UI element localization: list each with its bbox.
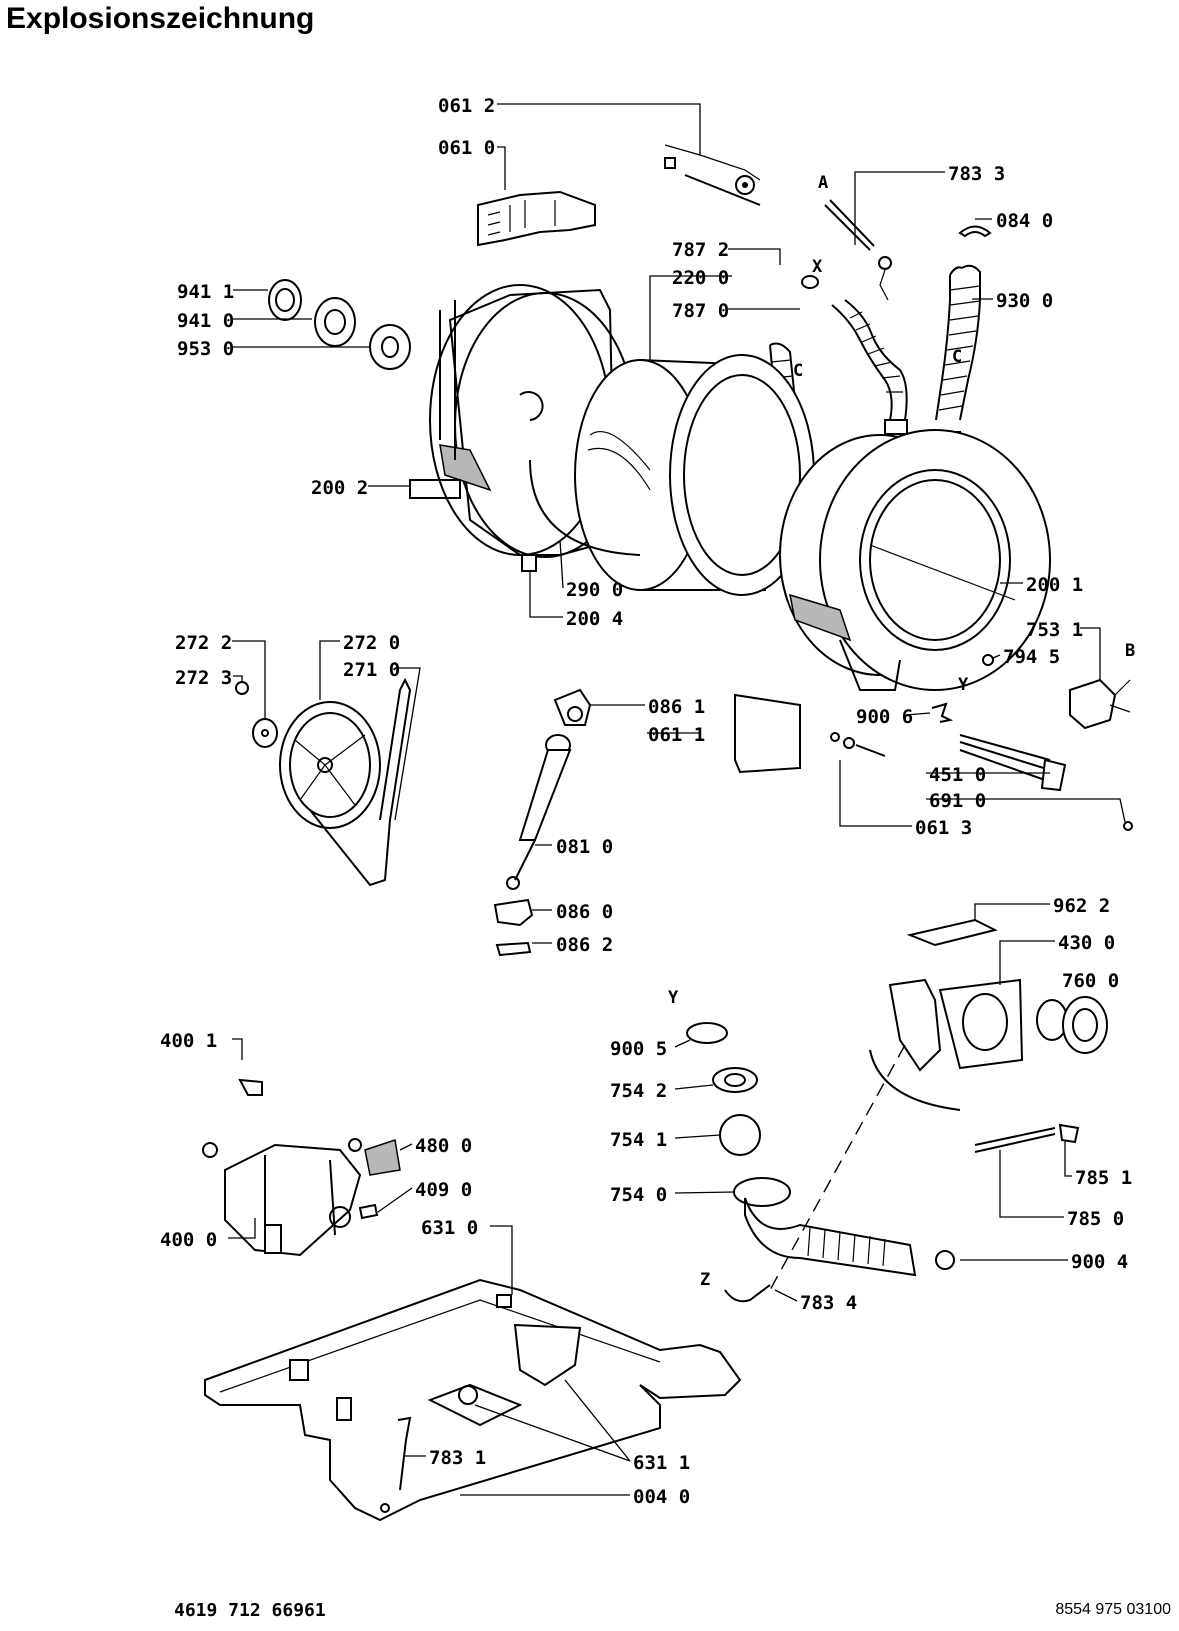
- part-200-1-front-tub-drawing: [779, 429, 1051, 691]
- part-900-6-drawing: [931, 702, 954, 723]
- label-930-0: 930 0: [996, 290, 1053, 312]
- label-272-3: 272 3: [175, 667, 232, 689]
- assembly-dashed-line: [769, 1044, 906, 1291]
- marker-b: B: [1125, 641, 1135, 661]
- label-400-1: 400 1: [160, 1030, 217, 1052]
- label-004-0: 004 0: [633, 1486, 690, 1508]
- label-430-0: 430 0: [1058, 932, 1115, 954]
- part-400-0-motor-drawing: [202, 1078, 362, 1257]
- label-220-0: 220 0: [672, 267, 729, 289]
- label-953-0: 953 0: [177, 338, 234, 360]
- part-451-0-heater-drawing: [959, 734, 1133, 831]
- label-900-6: 900 6: [856, 706, 913, 728]
- label-200-1: 200 1: [1026, 574, 1083, 596]
- marker-z: Z: [700, 1270, 710, 1290]
- part-061-2-drawing: [664, 144, 761, 206]
- label-480-0: 480 0: [415, 1135, 472, 1157]
- part-794-5-drawing: [982, 654, 994, 666]
- part-061-3-drawing: [830, 732, 886, 757]
- part-004-0-baseplate-drawing: [204, 1278, 742, 1522]
- label-272-2: 272 2: [175, 632, 232, 654]
- label-900-4: 900 4: [1071, 1251, 1128, 1273]
- part-787-hose-drawing: [801, 275, 908, 435]
- label-061-0: 061 0: [438, 137, 495, 159]
- label-754-1: 754 1: [610, 1129, 667, 1151]
- part-785-tube-drawing: [974, 1123, 1080, 1153]
- label-061-2: 061 2: [438, 95, 495, 117]
- label-783-1: 783 1: [429, 1447, 486, 1469]
- label-272-0: 272 0: [343, 632, 400, 654]
- marker-y-tub: Y: [958, 675, 969, 695]
- label-783-3: 783 3: [948, 163, 1005, 185]
- label-754-0: 754 0: [610, 1184, 667, 1206]
- label-785-0: 785 0: [1067, 1208, 1124, 1230]
- label-631-1: 631 1: [633, 1452, 690, 1474]
- label-081-0: 081 0: [556, 836, 613, 858]
- label-900-5: 900 5: [610, 1038, 667, 1060]
- label-200-4: 200 4: [566, 608, 623, 630]
- label-271-0: 271 0: [343, 659, 400, 681]
- label-787-0: 787 0: [672, 300, 729, 322]
- label-061-1: 061 1: [648, 724, 705, 746]
- marker-c-left: C: [793, 361, 803, 381]
- label-753-1: 753 1: [1026, 619, 1083, 641]
- label-941-0: 941 0: [177, 310, 234, 332]
- marker-x: X: [812, 257, 823, 277]
- part-pulley-belt-drawing: [235, 677, 412, 887]
- label-409-0: 409 0: [415, 1179, 472, 1201]
- label-451-0: 451 0: [929, 764, 986, 786]
- label-084-0: 084 0: [996, 210, 1053, 232]
- part-061-1-drawing: [734, 693, 801, 774]
- part-480-0-drawing: [358, 1139, 401, 1220]
- label-962-2: 962 2: [1053, 895, 1110, 917]
- footer-right-code: 8554 975 03100: [1055, 1601, 1171, 1618]
- part-bearings-drawing: [268, 279, 411, 370]
- part-084-0-drawing: [958, 225, 992, 238]
- marker-c-right: C: [952, 347, 962, 367]
- label-086-1: 086 1: [648, 696, 705, 718]
- label-794-5: 794 5: [1003, 646, 1060, 668]
- leader-lines: [228, 103, 1126, 1496]
- part-061-0-drawing: [477, 190, 596, 247]
- label-200-2: 200 2: [311, 477, 368, 499]
- label-061-3: 061 3: [915, 817, 972, 839]
- part-753-1-drawing: [1069, 678, 1131, 730]
- part-754-sump-drawing: [686, 1022, 955, 1303]
- label-785-1: 785 1: [1075, 1167, 1132, 1189]
- marker-a: A: [818, 173, 828, 193]
- label-400-0: 400 0: [160, 1229, 217, 1251]
- part-081-0-damper-drawing: [493, 688, 592, 957]
- label-783-4: 783 4: [800, 1292, 857, 1314]
- part-290-0-drawing: [521, 459, 641, 572]
- page-title: Explosionszeichnung: [6, 2, 315, 35]
- part-783-3-drawing: [824, 199, 892, 301]
- part-200-2-rear-tub-drawing: [409, 284, 636, 558]
- part-430-0-pump-drawing: [869, 918, 1108, 1111]
- label-787-2: 787 2: [672, 239, 729, 261]
- label-631-0: 631 0: [421, 1217, 478, 1239]
- label-290-0: 290 0: [566, 579, 623, 601]
- label-754-2: 754 2: [610, 1080, 667, 1102]
- label-086-2: 086 2: [556, 934, 613, 956]
- footer-left-code: 4619 712 66961: [174, 1600, 326, 1621]
- marker-y-ring: Y: [668, 988, 679, 1008]
- label-941-1: 941 1: [177, 281, 234, 303]
- part-220-0-drum-drawing: [574, 354, 815, 596]
- label-760-0: 760 0: [1062, 970, 1119, 992]
- label-086-0: 086 0: [556, 901, 613, 923]
- label-691-0: 691 0: [929, 790, 986, 812]
